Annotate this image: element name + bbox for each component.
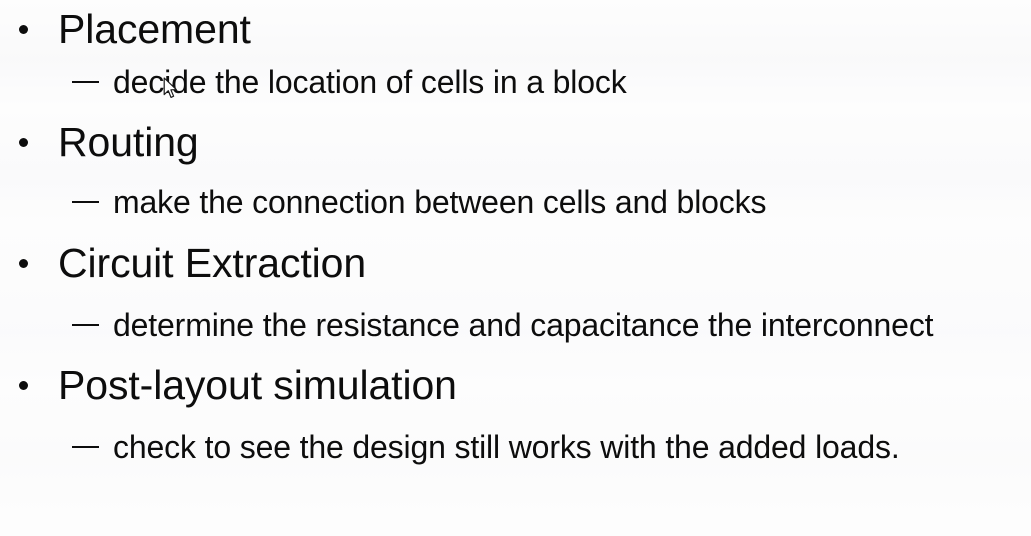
sub-bullet-label-circuit-extraction-0: determine the resistance and capacitance…	[113, 307, 934, 343]
sub-bullet-item-placement-0: decide the location of cells in a block	[0, 60, 1031, 104]
en-dash-icon	[72, 81, 99, 83]
en-dash-icon	[72, 446, 99, 448]
bullet-dot-icon	[19, 25, 28, 34]
bullet-dot-icon	[19, 138, 28, 147]
bullet-item-placement: Placement	[0, 0, 1031, 58]
sub-bullet-item-circuit-extraction-0: determine the resistance and capacitance…	[0, 303, 1031, 347]
bullet-dot-icon	[19, 259, 28, 268]
sub-bullet-label-placement-0: decide the location of cells in a block	[113, 64, 627, 100]
sub-bullet-list-circuit-extraction: determine the resistance and capacitance…	[0, 303, 1031, 347]
slide-bullet-list: Placement decide the location of cells i…	[0, 0, 1031, 469]
sub-bullet-label-post-layout-simulation-0: check to see the design still works with…	[113, 429, 900, 465]
bullet-label-routing: Routing	[58, 119, 199, 165]
sub-bullet-label-routing-0: make the connection between cells and bl…	[113, 184, 767, 220]
sub-bullet-list-placement: decide the location of cells in a block	[0, 60, 1031, 104]
bullet-label-post-layout-simulation: Post-layout simulation	[58, 362, 457, 408]
bullet-label-circuit-extraction: Circuit Extraction	[58, 240, 367, 286]
bullet-item-routing: Routing	[0, 113, 1031, 171]
bullet-label-placement: Placement	[58, 6, 251, 52]
en-dash-icon	[72, 324, 99, 326]
sub-bullet-list-post-layout-simulation: check to see the design still works with…	[0, 425, 1031, 469]
bullet-dot-icon	[19, 381, 28, 390]
sub-bullet-list-routing: make the connection between cells and bl…	[0, 180, 1031, 224]
sub-bullet-item-routing-0: make the connection between cells and bl…	[0, 180, 1031, 224]
bullet-item-post-layout-simulation: Post-layout simulation	[0, 356, 1031, 414]
en-dash-icon	[72, 201, 99, 203]
sub-bullet-item-post-layout-simulation-0: check to see the design still works with…	[0, 425, 1031, 469]
bullet-item-circuit-extraction: Circuit Extraction	[0, 234, 1031, 292]
